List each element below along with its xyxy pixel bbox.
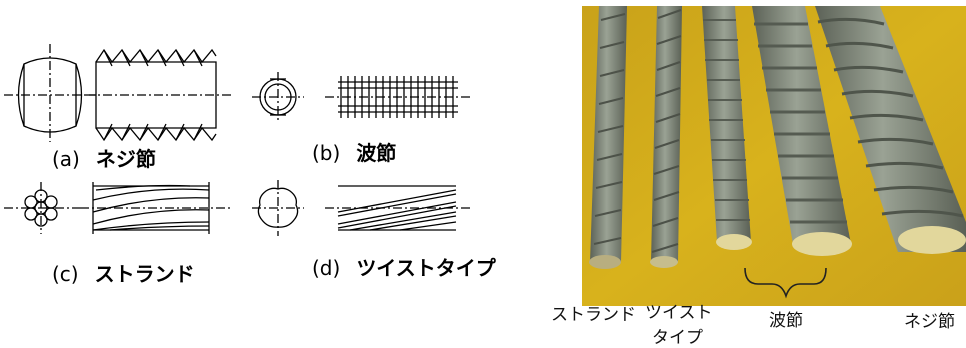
- caption-a: (a) ネジ節: [52, 143, 156, 172]
- strand-side-view: [80, 182, 232, 234]
- photo-label-twist-line1: ツイスト: [645, 303, 713, 323]
- strand-cross-section: [4, 182, 80, 234]
- photo-label-strand: ストランド: [551, 305, 636, 325]
- wave-knot-side-view: [325, 76, 470, 118]
- caption-b-letter: (b): [312, 141, 341, 165]
- photo-wave-bar-large: [752, 6, 852, 256]
- caption-d-letter: (d): [312, 256, 341, 280]
- twist-cross-section: [252, 180, 304, 236]
- photo-label-twist-line2: タイプ: [652, 328, 703, 348]
- photo-wave-bar-small: [702, 6, 752, 250]
- wave-knot-cross-section: [252, 72, 304, 122]
- photo-screw-bar: [815, 6, 966, 254]
- screw-knot-side-view: [86, 48, 232, 142]
- caption-a-name: ネジ節: [95, 147, 156, 171]
- caption-b: (b) 波節: [312, 137, 396, 166]
- twist-side-view: [325, 185, 470, 231]
- caption-b-name: 波節: [356, 141, 397, 165]
- caption-c-letter: (c): [52, 262, 79, 286]
- caption-c: (c) ストランド: [52, 258, 195, 287]
- photo-label-wave: 波節: [769, 311, 803, 331]
- caption-a-letter: (a): [52, 147, 80, 171]
- caption-c-name: ストランド: [94, 262, 195, 286]
- wave-bracket: [744, 267, 827, 299]
- screw-knot-cross-section: [4, 44, 96, 142]
- photo-twist-bar: [650, 6, 682, 268]
- caption-d-name: ツイストタイプ: [356, 256, 496, 280]
- photo-strand-bar: [589, 6, 627, 269]
- caption-d: (d) ツイストタイプ: [312, 252, 496, 281]
- photo-label-screw: ネジ節: [904, 312, 955, 332]
